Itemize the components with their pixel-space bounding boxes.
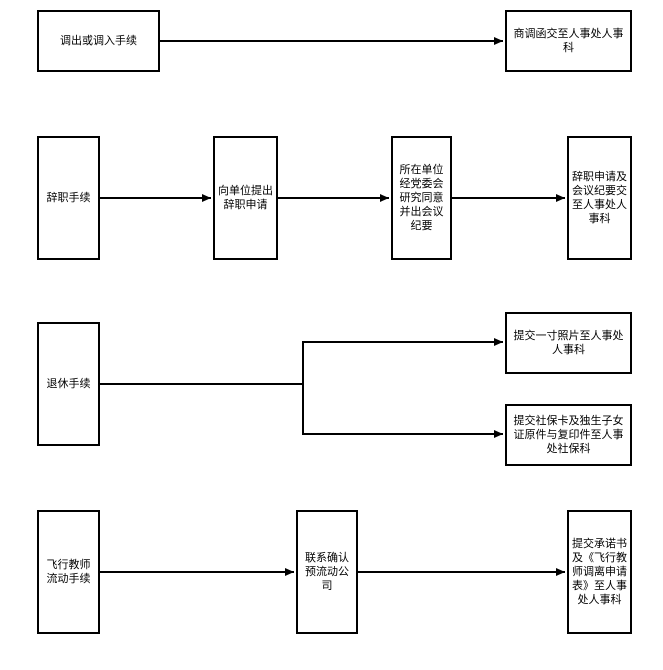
node-resign-step1: 向单位提出辞职申请 xyxy=(213,136,278,260)
node-flight-step1: 联系确认预流动公司 xyxy=(296,510,358,634)
arrow-retire-to-result1 xyxy=(100,338,503,385)
node-retire-result2: 提交社保卡及独生子女证原件与复印件至人事处社保科 xyxy=(505,404,632,466)
node-transfer: 调出或调入手续 xyxy=(37,10,160,72)
node-retire-result1: 提交一寸照片至人事处人事科 xyxy=(505,312,632,374)
node-resign: 辞职手续 xyxy=(37,136,100,260)
arrow-retire-to-result2 xyxy=(302,384,503,438)
node-resign-step2: 所在单位经党委会研究同意并出会议纪要 xyxy=(391,136,452,260)
node-resign-result: 辞职申请及会议纪要交至人事处人事科 xyxy=(567,136,632,260)
node-flight-result: 提交承诺书及《飞行教师调离申请表》至人事处人事科 xyxy=(567,510,632,634)
node-flight: 飞行教师流动手续 xyxy=(37,510,100,634)
node-retire: 退休手续 xyxy=(37,322,100,446)
node-transfer-result: 商调函交至人事处人事科 xyxy=(505,10,632,72)
